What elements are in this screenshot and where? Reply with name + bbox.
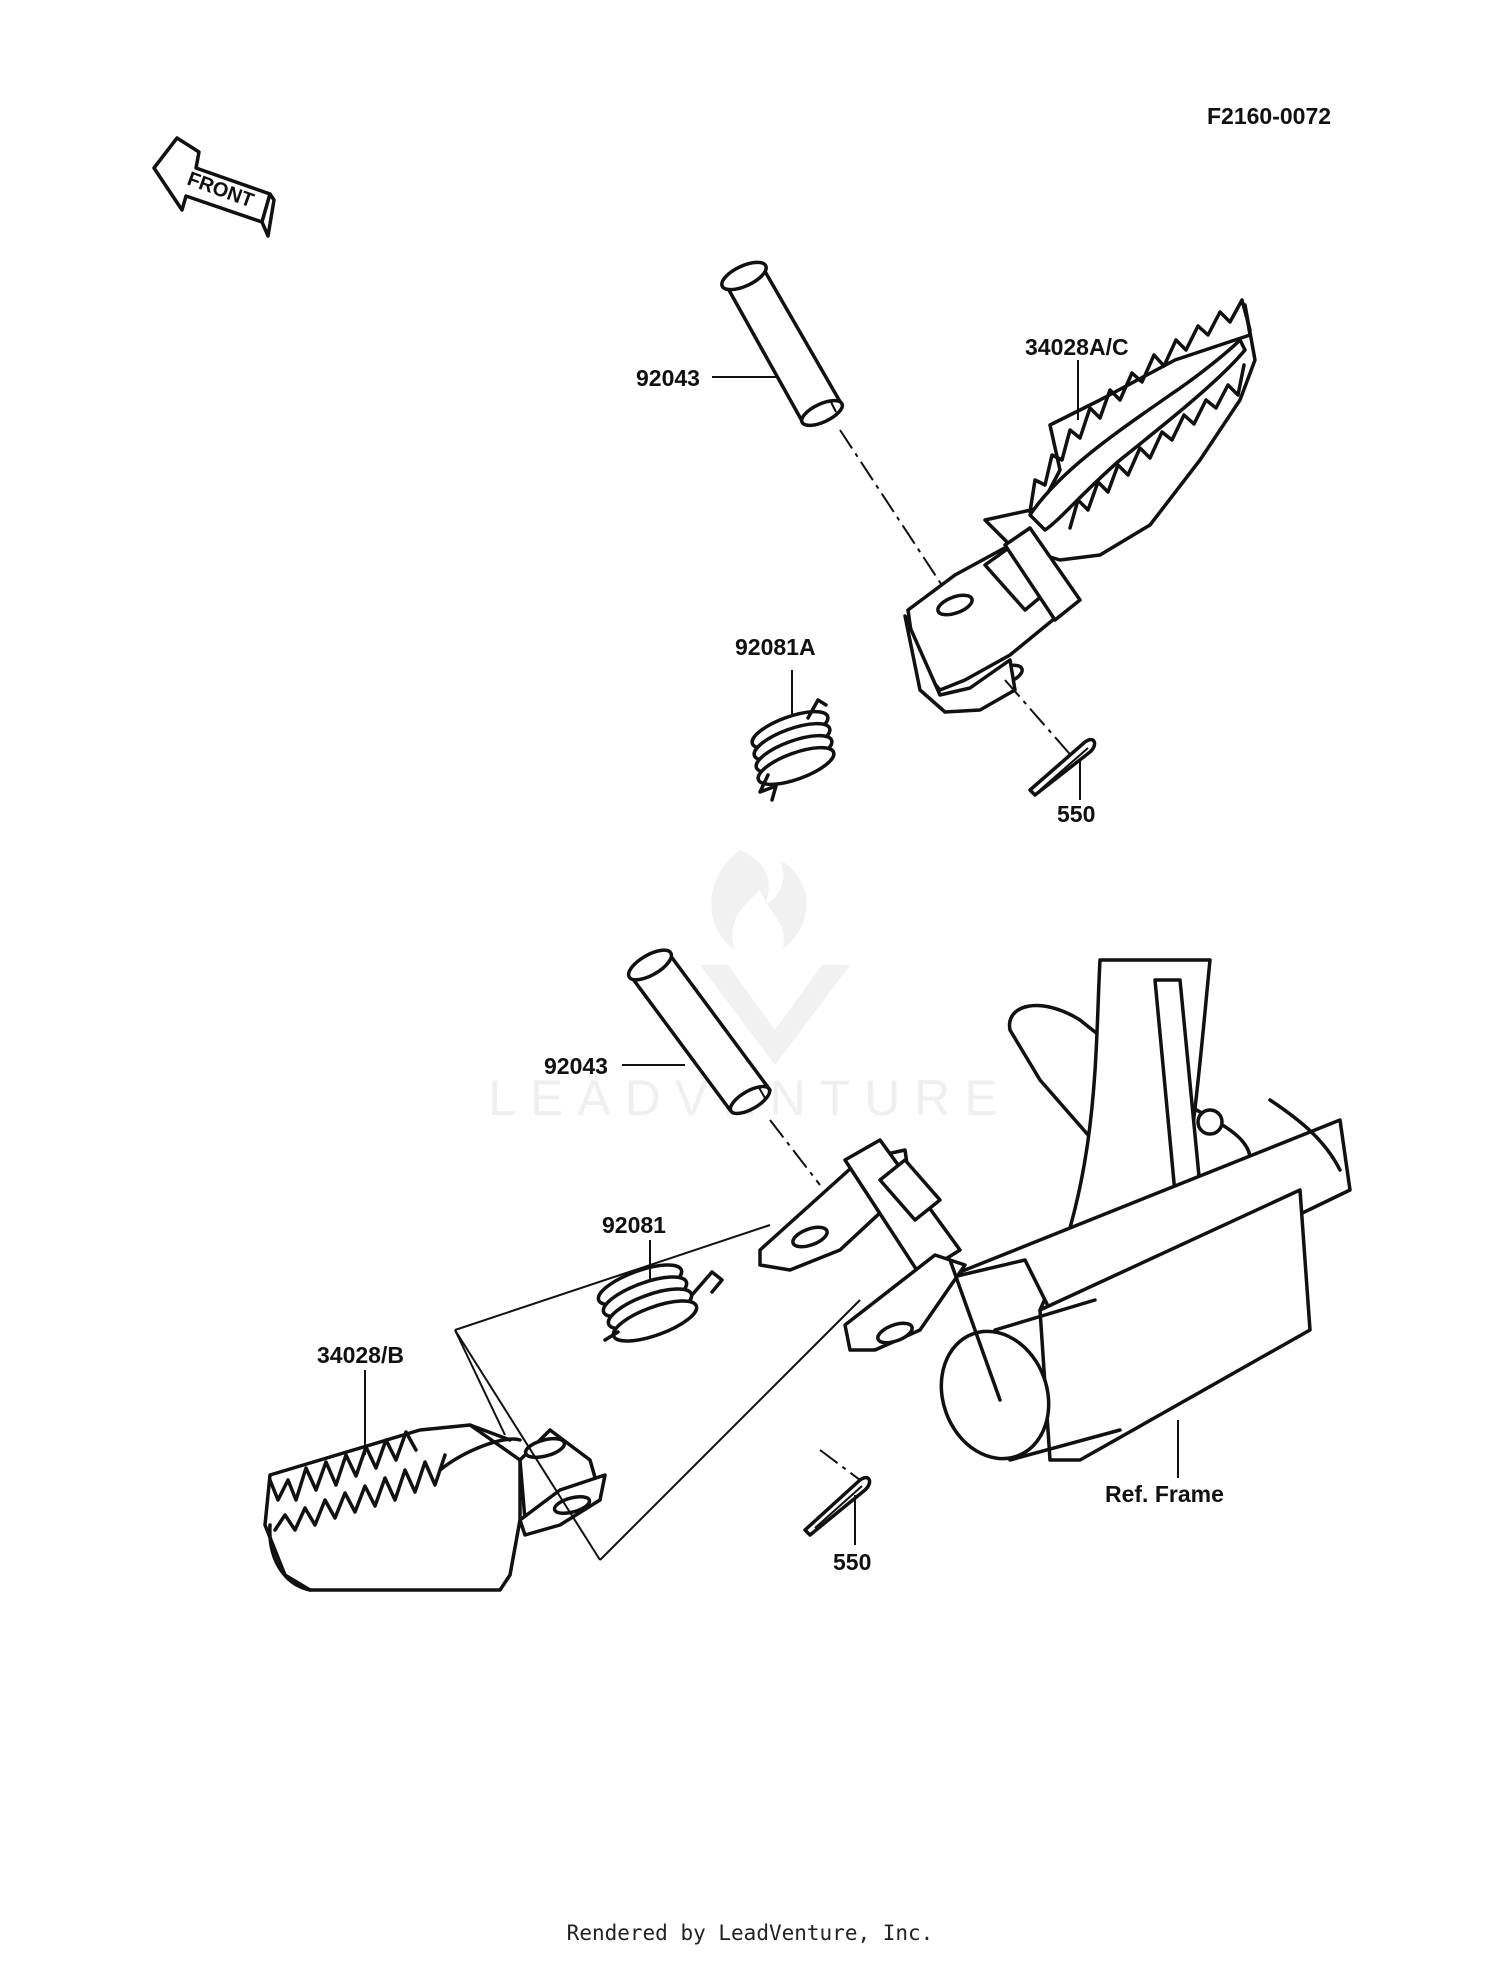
label-upper-cotter-pin: 550: [1057, 801, 1095, 827]
upper-cotter-pin: [1028, 737, 1097, 797]
front-arrow-icon: FRONT: [152, 136, 276, 238]
guide-line: [454, 1224, 771, 1331]
label-lower-cotter-pin: 550: [833, 1549, 871, 1575]
reference-code: F2160-0072: [1207, 103, 1331, 129]
label-lower-pin: 92043: [544, 1053, 608, 1079]
upper-pin-axis: [839, 429, 946, 591]
lower-assembly: [263, 948, 1352, 1592]
label-upper-footpeg: 34028A/C: [1025, 334, 1129, 360]
upper-pin: [720, 260, 845, 428]
footer-credit: Rendered by LeadVenture, Inc.: [567, 1921, 934, 1945]
upper-assembly: [712, 260, 1257, 802]
label-frame: Ref. Frame: [1105, 1481, 1224, 1507]
lower-cotter-axis: [819, 1449, 861, 1481]
lower-spring: [596, 1263, 724, 1343]
upper-cotter-axis: [1004, 679, 1076, 761]
guide-line: [599, 1299, 861, 1561]
label-upper-pin: 92043: [636, 365, 700, 391]
watermark-flame-icon: [711, 850, 807, 950]
label-lower-footpeg: 34028/B: [317, 1342, 404, 1368]
lower-bracket: [758, 1138, 1002, 1402]
frame: [938, 958, 1352, 1462]
lower-pin: [626, 948, 772, 1116]
lower-pin-axis: [769, 1119, 821, 1186]
lower-cotter-pin: [803, 1475, 872, 1537]
upper-footpeg: [903, 298, 1257, 714]
guide-line: [454, 1329, 506, 1436]
guide-line: [454, 1329, 601, 1561]
label-lower-spring: 92081: [602, 1212, 666, 1238]
label-upper-spring: 92081A: [735, 634, 816, 660]
lower-footpeg: [263, 1423, 607, 1592]
watermark-v-icon: [700, 965, 850, 1065]
upper-spring: [750, 698, 836, 802]
